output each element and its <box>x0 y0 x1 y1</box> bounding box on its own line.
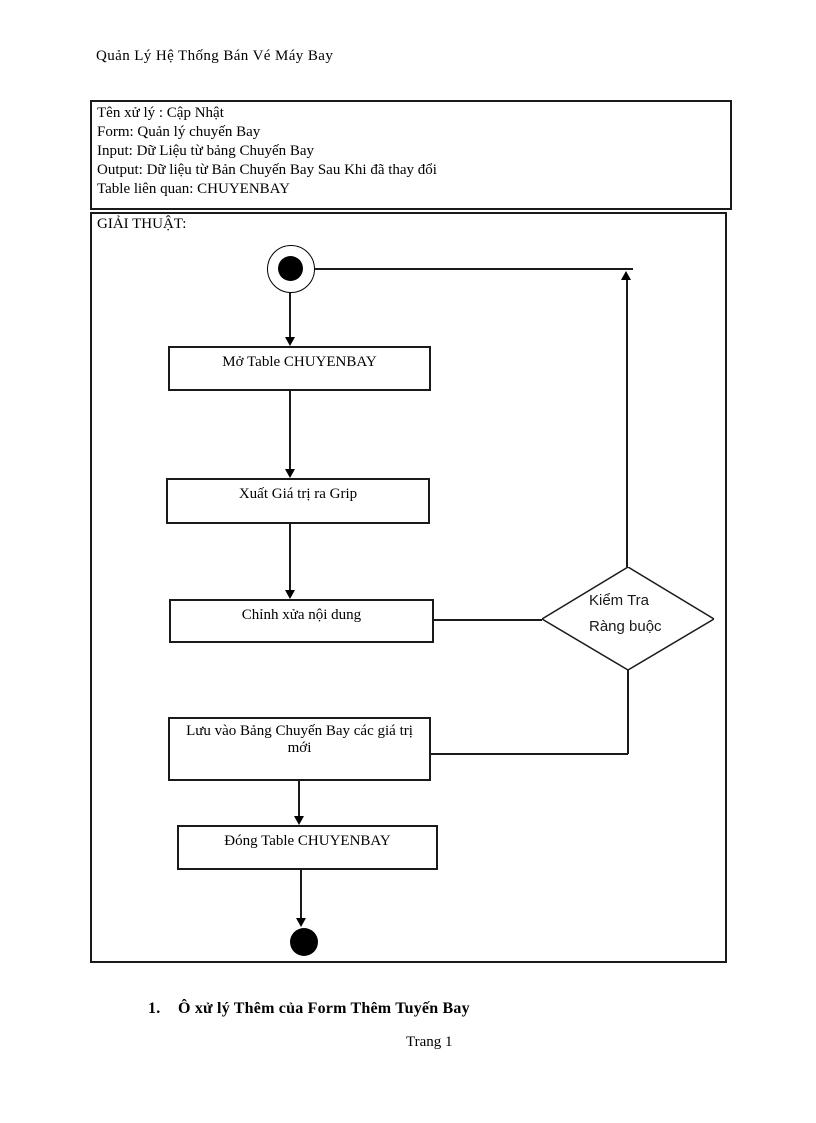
flow-step-save-values-label: Lưu vào Bảng Chuyến Bay các giá trị mới <box>186 723 413 756</box>
connector-decision-step4 <box>431 753 628 755</box>
connector-step4-step5 <box>298 781 300 817</box>
flow-step-save-values: Lưu vào Bảng Chuyến Bay các giá trị mới <box>168 717 431 781</box>
flow-step-open-table: Mở Table CHUYENBAY <box>168 346 431 391</box>
connector-decision-down <box>627 670 629 754</box>
flow-step-open-table-label: Mở Table CHUYENBAY <box>222 354 377 370</box>
page-number: Trang 1 <box>406 1034 453 1050</box>
decision-diamond-shape <box>542 567 714 670</box>
info-line-input: Input: Dữ Liệu từ bảng Chuyến Bay <box>97 143 315 159</box>
decision-label: Kiểm Tra Ràng buộc <box>589 588 699 640</box>
flow-step-close-table-label: Đóng Table CHUYENBAY <box>224 833 391 849</box>
flow-step-output-grid: Xuất Giá trị ra Grip <box>166 478 430 524</box>
connector-step3-decision <box>434 619 542 621</box>
arrowhead-end-icon <box>296 918 306 927</box>
arrowhead-step1-icon <box>285 337 295 346</box>
decision-check-constraints: Kiểm Tra Ràng buộc <box>542 567 714 670</box>
info-line-ten-xu-ly: Tên xử lý : Cập Nhật <box>97 105 224 121</box>
list-item-text: Ô xử lý Thêm của Form Thêm Tuyến Bay <box>178 1000 470 1017</box>
connector-start-step1 <box>289 293 291 338</box>
info-line-table: Table liên quan: CHUYENBAY <box>97 181 290 197</box>
start-node <box>267 245 315 293</box>
algorithm-label: GIẢI THUẬT: <box>97 216 187 232</box>
loop-arrowhead-up-icon <box>621 271 631 280</box>
flow-step-edit-content: Chỉnh xửa nội dung <box>169 599 434 643</box>
connector-step1-step2 <box>289 391 291 470</box>
connector-step2-step3 <box>289 524 291 591</box>
info-line-form: Form: Quản lý chuyến Bay <box>97 124 261 140</box>
algorithm-box: GIẢI THUẬT: Mở Table CHUYENBAY Xuất Giá … <box>90 212 727 963</box>
flow-step-output-grid-label: Xuất Giá trị ra Grip <box>238 486 358 502</box>
info-line-output: Output: Dữ liệu từ Bản Chuyến Bay Sau Kh… <box>97 162 437 178</box>
connector-step5-end <box>300 870 302 919</box>
connector-loop-vertical <box>626 280 628 567</box>
arrowhead-step2-icon <box>285 469 295 478</box>
flow-step-close-table: Đóng Table CHUYENBAY <box>177 825 438 870</box>
connector-start-to-loop <box>315 268 633 270</box>
document-header: Quản Lý Hệ Thống Bán Vé Máy Bay <box>96 48 334 64</box>
list-item-caption: 1. Ô xử lý Thêm của Form Thêm Tuyến Bay <box>148 1000 470 1018</box>
list-item-number: 1. <box>148 1000 161 1017</box>
arrowhead-step5-icon <box>294 816 304 825</box>
decision-label-line2: Ràng buộc <box>589 618 662 635</box>
flow-step-edit-content-label: Chỉnh xửa nội dung <box>241 607 362 623</box>
arrowhead-step3-icon <box>285 590 295 599</box>
decision-label-line1: Kiểm Tra <box>589 592 650 609</box>
process-info-box: Tên xử lý : Cập Nhật Form: Quản lý chuyế… <box>90 100 732 210</box>
end-node <box>290 928 318 956</box>
start-node-dot <box>278 256 303 281</box>
